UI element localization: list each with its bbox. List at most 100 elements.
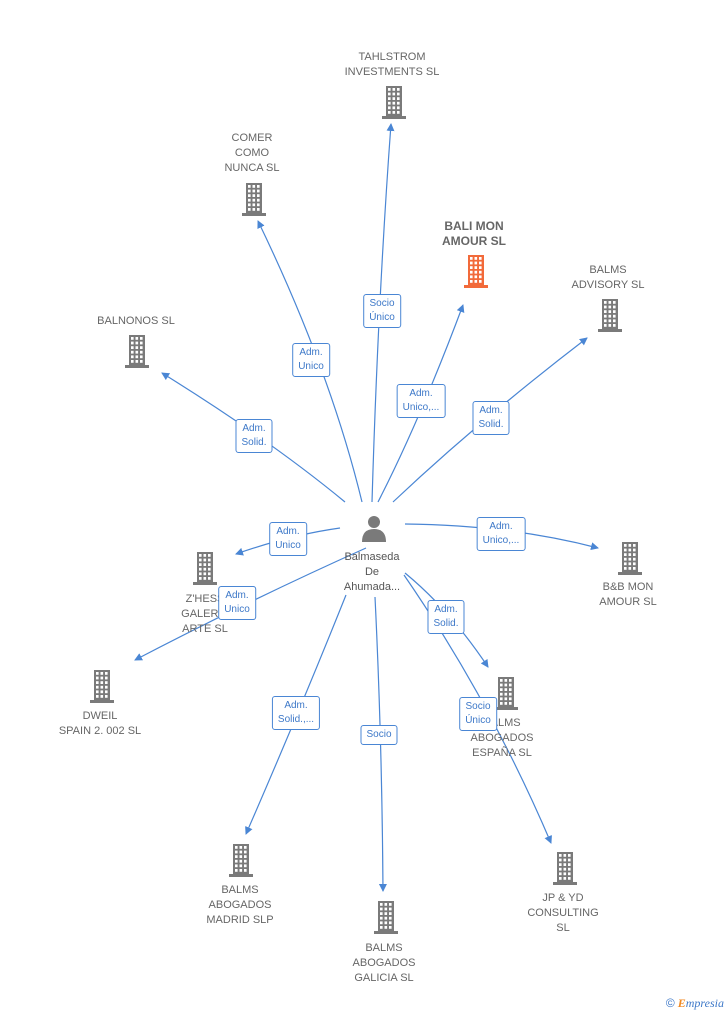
edge-label-bbmon[interactable]: Adm. Unico,... [476,517,526,551]
edge-label-balimon[interactable]: Adm. Unico,... [396,384,446,418]
building-window [203,563,207,566]
building-icon[interactable] [464,255,488,288]
building-window [568,854,571,857]
building-window [392,111,396,114]
copyright: ©Empresia [666,996,724,1011]
building-window [568,858,571,862]
building-window [624,557,627,561]
building-window [105,672,108,675]
building-window [252,203,256,207]
building-window [504,688,508,691]
building-window [252,208,256,211]
building-window [613,305,616,309]
building-icon[interactable] [618,542,642,575]
building-icon[interactable] [553,852,577,885]
building-window [613,301,616,304]
building-base [374,931,398,934]
building-window [604,324,607,327]
company-label-balnonos[interactable]: BALNONOS SL [97,315,175,327]
building-window [604,305,607,309]
company-label-tahlstrom[interactable]: TAHLSTROM INVESTMENTS SL [344,51,440,78]
person-icon[interactable] [362,516,386,542]
edge-label-zhess[interactable]: Adm. Unico [269,522,307,556]
building-icon[interactable] [494,677,518,710]
building-window [239,869,243,872]
building-window [140,355,143,359]
building-window [500,697,503,701]
building-window [470,257,473,260]
building-window [96,672,99,675]
building-window [388,92,391,96]
building-window [470,275,473,279]
building-window [628,567,632,570]
building-window [135,346,139,349]
company-label-dweil[interactable]: DWEIL SPAIN 2. 002 SL [58,710,142,737]
edge-label-tahlstrom[interactable]: Socio Único [363,294,401,328]
building-icon[interactable] [382,86,406,119]
building-window [131,346,134,349]
building-window [252,185,256,188]
edge-label-balmsgalicia[interactable]: Socio [360,725,398,745]
building-window [140,360,143,363]
person-label[interactable]: Balmaseda De Ahumada... [343,551,401,593]
building-window [474,266,478,269]
copyright-symbol: © [665,996,675,1010]
building-base [193,582,217,585]
company-label-zhess[interactable]: Z'HESS GALERIA ARTE SL [181,593,229,635]
edge-label-balmsmadrid[interactable]: Adm. Solid.,... [271,696,321,730]
building-window [96,685,99,689]
building-window [624,553,627,556]
building-window [100,695,104,698]
building-icon[interactable] [229,844,253,877]
building-window [500,683,503,687]
building-icon[interactable] [242,183,266,216]
building-window [199,558,202,562]
building-window [380,926,383,929]
building-icon[interactable] [374,901,398,934]
building-window [613,324,616,327]
building-window [509,697,512,701]
building-window [559,877,562,880]
building-window [509,702,512,705]
company-label-balmsadvisory[interactable]: BALMS ADVISORY SL [571,264,645,291]
company-label-jpyd[interactable]: JP & YD CONSULTING SL [527,892,599,934]
company-label-balmsgalicia[interactable]: BALMS ABOGADOS GALICIA SL [352,942,416,984]
building-window [474,257,478,260]
edge-label-jpyd[interactable]: Socio Único [459,697,497,731]
building-window [479,280,482,283]
building-window [208,563,211,566]
building-window [100,690,104,694]
edge-label-balnonos[interactable]: Adm. Solid. [235,419,273,453]
building-window [239,859,243,863]
building-window [613,310,616,313]
building-window [135,360,139,363]
building-base [229,874,253,877]
building-window [500,688,503,691]
building-window [239,846,243,849]
building-icon[interactable] [90,670,114,703]
company-label-balmsmadrid[interactable]: BALMS ABOGADOS MADRID SLP [206,884,274,926]
building-window [563,863,567,866]
building-window [384,912,388,915]
building-window [563,867,567,871]
edge-label-comer[interactable]: Adm. Unico [292,343,330,377]
building-icon[interactable] [125,335,149,368]
company-label-bbmon[interactable]: B&B MON AMOUR SL [599,581,657,608]
building-window [389,921,392,925]
edge-label-balmsadvisory[interactable]: Adm. Solid. [472,401,510,435]
company-label-comer[interactable]: COMER COMO NUNCA SL [224,132,280,174]
building-window [500,679,503,682]
building-window [389,926,392,929]
building-window [504,679,508,682]
company-label-balimon[interactable]: BALI MON AMOUR SL [442,219,506,248]
building-icon[interactable] [193,552,217,585]
edge-label-dweil[interactable]: Adm. Unico [218,586,256,620]
building-window [633,544,636,547]
building-window [388,101,391,105]
edge-label-balmsespana[interactable]: Adm. Solid. [427,600,465,634]
building-window [470,266,473,269]
building-icon[interactable] [598,299,622,332]
building-window [470,261,473,265]
building-window [380,912,383,915]
